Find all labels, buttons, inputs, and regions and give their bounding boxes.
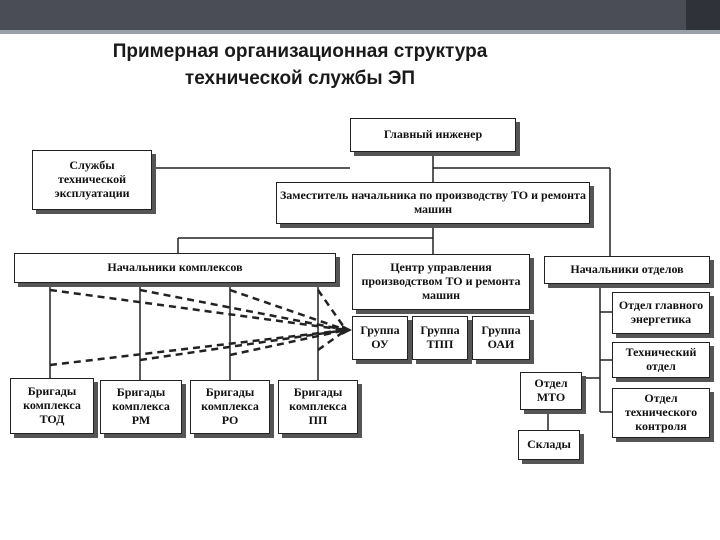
node-complex-heads: Начальники комплексов [14,253,336,283]
dash-pp-low [317,328,347,352]
node-warehouses: Склады [518,430,580,460]
dash-rm [139,288,347,332]
dash-tod-low [49,328,347,367]
node-chief-energy-dept: Отдел главного энергетика [612,292,710,334]
dash-ro-low [229,328,347,357]
node-group-tpp: Группа ТПП [412,316,468,360]
node-deputy-head: Заместитель начальника по производству Т… [276,182,590,224]
node-brigade-rm: Бригады комплекса РМ [100,380,182,434]
header-bar-corner [686,0,720,30]
node-brigade-pp: Бригады комплекса ПП [278,380,358,434]
node-technical-dept: Технический отдел [612,342,710,378]
node-brigade-tod: Бригады комплекса ТОД [10,378,94,434]
node-chief-engineer: Главный инженер [350,118,516,152]
node-group-ou: Группа ОУ [352,316,408,360]
dash-ro [229,288,347,332]
node-control-center: Центр управления производством ТО и ремо… [352,254,530,310]
node-group-oai: Группа ОАИ [472,316,530,360]
page-title: Примерная организационная структура техн… [112,41,488,89]
node-quality-dept: Отдел технического контроля [612,388,710,438]
header-accent-line [0,30,720,34]
node-dept-heads: Начальники отделов [544,256,710,284]
node-brigade-ro: Бригады комплекса РО [190,380,270,434]
header-bar [0,0,720,30]
title-container: Примерная организационная структура техн… [100,38,500,108]
node-mto-dept: Отдел МТО [520,372,582,410]
dash-pp [316,289,348,331]
dash-rm-low [139,328,347,362]
node-tech-services: Службы технической эксплуатации [32,150,152,210]
dash-arrowhead [342,325,352,335]
dash-tod [49,288,347,332]
